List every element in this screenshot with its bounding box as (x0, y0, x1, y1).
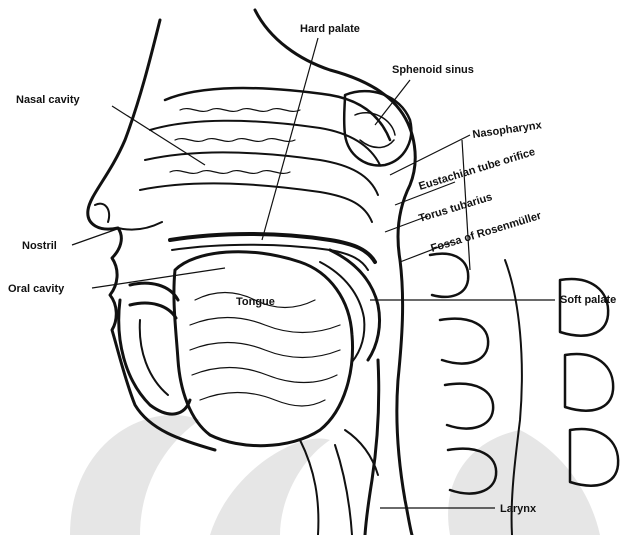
label-oral-cavity: Oral cavity (8, 283, 65, 295)
label-sphenoid-sinus: Sphenoid sinus (392, 64, 474, 76)
watermark (70, 415, 600, 535)
label-tongue: Tongue (236, 296, 275, 308)
label-nasal-cavity: Nasal cavity (16, 94, 80, 106)
label-torus-tubarius: Torus tubarius (417, 191, 493, 225)
leader-nostril (72, 228, 120, 245)
label-soft-palate: Soft palate (560, 294, 616, 306)
label-hard-palate: Hard palate (300, 23, 360, 35)
label-larynx: Larynx (500, 503, 537, 515)
label-nasopharynx: Nasopharynx (472, 119, 544, 141)
label-nostril: Nostril (22, 240, 57, 252)
